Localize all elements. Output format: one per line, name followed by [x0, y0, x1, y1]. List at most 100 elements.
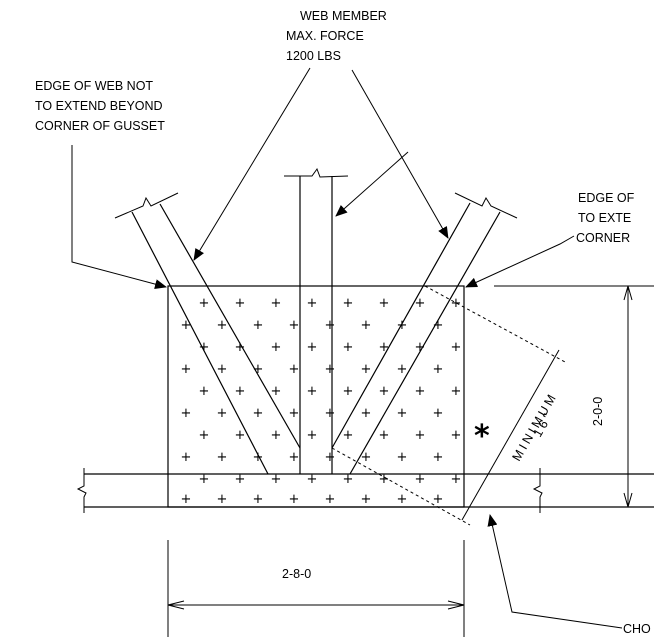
fill-plus-mark: + — [307, 384, 318, 399]
fill-plus-mark: + — [253, 492, 264, 507]
fill-plus-mark: + — [271, 472, 282, 487]
fill-plus-mark: + — [415, 472, 426, 487]
fill-plus-mark: + — [217, 406, 228, 421]
minimum-extension-bottom — [331, 447, 471, 526]
fill-plus-mark: + — [433, 362, 444, 377]
fill-plus-mark: + — [361, 406, 372, 421]
fill-plus-mark: + — [451, 472, 462, 487]
fill-plus-mark: + — [235, 340, 246, 355]
fill-plus-mark: + — [199, 428, 210, 443]
fill-plus-mark: + — [253, 318, 264, 333]
fill-plus-mark: + — [433, 450, 444, 465]
fill-plus-mark: + — [325, 406, 336, 421]
asterisk-note: * — [474, 419, 490, 454]
fill-plus-mark: + — [397, 492, 408, 507]
edge-right-label-1: EDGE OF — [578, 191, 635, 205]
width-dimension-label: 2-8-0 — [282, 567, 311, 581]
fill-plus-mark: + — [253, 362, 264, 377]
fill-plus-mark: + — [289, 362, 300, 377]
fill-plus-mark: + — [451, 296, 462, 311]
fill-plus-mark: + — [343, 428, 354, 443]
fill-plus-mark: + — [217, 450, 228, 465]
fill-plus-mark: + — [415, 428, 426, 443]
fill-plus-mark: + — [415, 296, 426, 311]
fill-plus-mark: + — [235, 428, 246, 443]
fill-plus-mark: + — [181, 450, 192, 465]
fill-plus-mark: + — [199, 296, 210, 311]
chord-label: CHO — [623, 622, 651, 636]
fill-plus-mark: + — [397, 450, 408, 465]
fill-plus-mark: + — [217, 492, 228, 507]
fill-plus-mark: + — [289, 492, 300, 507]
web-member-label-3: 1200 LBS — [286, 49, 341, 63]
fill-plus-mark: + — [307, 340, 318, 355]
vertical-web — [284, 167, 349, 474]
fill-plus-mark: + — [181, 362, 192, 377]
fill-plus-mark: + — [397, 406, 408, 421]
web-member-label-1: WEB MEMBER — [300, 9, 387, 23]
fill-plus-mark: + — [289, 450, 300, 465]
edge-right-label-2: TO EXTE — [578, 211, 631, 225]
fill-plus-mark: + — [235, 384, 246, 399]
leader-arrows — [71, 67, 623, 629]
fill-plus-mark: + — [199, 384, 210, 399]
web-member-label-2: MAX. FORCE — [286, 29, 364, 43]
height-dimension — [494, 285, 654, 508]
fill-plus-mark: + — [181, 318, 192, 333]
fill-plus-mark: + — [325, 450, 336, 465]
edge-left-label-3: CORNER OF GUSSET — [35, 119, 165, 133]
fill-plus-mark: + — [289, 406, 300, 421]
fill-plus-mark: + — [271, 296, 282, 311]
fill-plus-mark: + — [343, 296, 354, 311]
fill-plus-mark: + — [397, 318, 408, 333]
fill-plus-mark: + — [307, 472, 318, 487]
gusset-fill-pattern: + + + + + + + + + + + + + + + + + + + + + + + + + + + + + + + + + + + + + + + +… — [181, 296, 462, 507]
fill-plus-mark: + — [217, 318, 228, 333]
fill-plus-mark: + — [235, 296, 246, 311]
fill-plus-mark: + — [415, 340, 426, 355]
fill-plus-mark: + — [325, 318, 336, 333]
fill-plus-mark: + — [433, 406, 444, 421]
fill-plus-mark: + — [181, 492, 192, 507]
fill-plus-mark: + — [217, 362, 228, 377]
fill-plus-mark: + — [199, 472, 210, 487]
edge-left-label-2: TO EXTEND BEYOND — [35, 99, 163, 113]
fill-plus-mark: + — [451, 428, 462, 443]
fill-plus-mark: + — [361, 450, 372, 465]
fill-plus-mark: + — [325, 492, 336, 507]
fill-plus-mark: + — [379, 340, 390, 355]
fill-plus-mark: + — [235, 472, 246, 487]
fill-plus-mark: + — [379, 296, 390, 311]
fill-plus-mark: + — [307, 296, 318, 311]
fill-plus-mark: + — [415, 384, 426, 399]
fill-plus-mark: + — [253, 450, 264, 465]
fill-plus-mark: + — [361, 318, 372, 333]
left-diagonal-web — [114, 192, 301, 475]
fill-plus-mark: + — [289, 318, 300, 333]
bottom-chord — [76, 468, 654, 513]
fill-plus-mark: + — [199, 340, 210, 355]
fill-plus-mark: + — [343, 340, 354, 355]
width-dimension — [167, 540, 465, 637]
height-dimension-label: 2-0-0 — [591, 397, 605, 426]
fill-plus-mark: + — [433, 318, 444, 333]
fill-plus-mark: + — [379, 472, 390, 487]
right-diagonal-web — [331, 192, 518, 475]
fill-plus-mark: + — [271, 384, 282, 399]
fill-plus-mark: + — [271, 340, 282, 355]
fill-plus-mark: + — [271, 428, 282, 443]
fill-plus-mark: + — [379, 428, 390, 443]
fill-plus-mark: + — [451, 340, 462, 355]
fill-plus-mark: + — [397, 362, 408, 377]
fill-plus-mark: + — [361, 362, 372, 377]
fill-plus-mark: + — [343, 472, 354, 487]
fill-plus-mark: + — [325, 362, 336, 377]
fill-plus-mark: + — [253, 406, 264, 421]
fill-plus-mark: + — [343, 384, 354, 399]
edge-right-label-3: CORNER — [576, 231, 630, 245]
fill-plus-mark: + — [361, 492, 372, 507]
fill-plus-mark: + — [181, 406, 192, 421]
fill-plus-mark: + — [433, 492, 444, 507]
fill-plus-mark: + — [307, 428, 318, 443]
